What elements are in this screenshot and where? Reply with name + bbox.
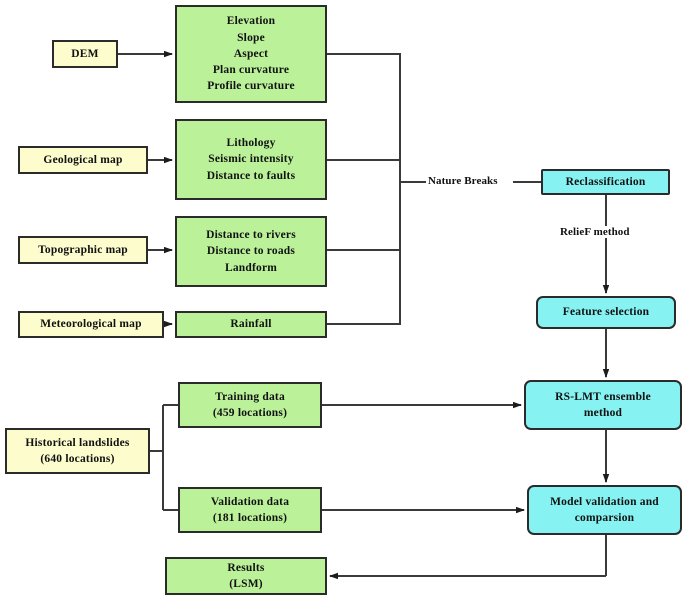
node-meteorological-map-label: Meteorological map	[40, 318, 142, 331]
node-geological-factors-label: Lithology Seismic intensity Distance to …	[206, 137, 296, 182]
node-topographic-map[interactable]: Topographic map	[18, 236, 148, 264]
edge-label-nature-breaks: Nature Breaks	[426, 175, 500, 187]
node-topographic-factors-label: Distance to rivers Distance to roads Lan…	[206, 229, 296, 274]
node-feature-selection-label: Feature selection	[562, 306, 650, 319]
node-historical-landslides-label: Historical landslides (640 locations)	[25, 436, 130, 465]
node-meteorological-map[interactable]: Meteorological map	[18, 311, 164, 338]
edge-label-relief-method: RelieF method	[558, 226, 632, 238]
node-results-label: Results (LSM)	[227, 561, 265, 590]
node-dem-label: DEM	[71, 47, 99, 60]
node-geological-factors[interactable]: Lithology Seismic intensity Distance to …	[175, 119, 327, 200]
node-terrain-factors[interactable]: Elevation Slope Aspect Plan curvature Pr…	[175, 5, 327, 103]
node-feature-selection[interactable]: Feature selection	[536, 296, 676, 329]
node-reclassification[interactable]: Reclassification	[541, 169, 670, 195]
node-rainfall[interactable]: Rainfall	[175, 311, 327, 338]
node-topographic-factors[interactable]: Distance to rivers Distance to roads Lan…	[175, 216, 327, 287]
node-historical-landslides[interactable]: Historical landslides (640 locations)	[5, 428, 150, 474]
node-model-validation[interactable]: Model validation and comparsion	[527, 485, 682, 535]
node-results[interactable]: Results (LSM)	[165, 557, 327, 595]
node-dem[interactable]: DEM	[52, 40, 118, 68]
node-validation-data-label: Validation data (181 locations)	[210, 495, 290, 524]
node-rs-lmt-ensemble[interactable]: RS-LMT ensemble method	[524, 380, 682, 430]
node-model-validation-label: Model validation and comparsion	[550, 495, 659, 524]
node-reclassification-label: Reclassification	[565, 175, 646, 188]
node-geological-map[interactable]: Geological map	[18, 146, 148, 174]
node-training-data-label: Training data (459 locations)	[212, 390, 288, 419]
node-rs-lmt-ensemble-label: RS-LMT ensemble method	[555, 390, 651, 419]
node-training-data[interactable]: Training data (459 locations)	[178, 382, 322, 428]
node-topographic-map-label: Topographic map	[38, 243, 128, 256]
node-terrain-factors-label: Elevation Slope Aspect Plan curvature Pr…	[207, 15, 295, 93]
node-geological-map-label: Geological map	[43, 153, 123, 166]
node-rainfall-label: Rainfall	[230, 318, 272, 331]
node-validation-data[interactable]: Validation data (181 locations)	[178, 487, 322, 533]
